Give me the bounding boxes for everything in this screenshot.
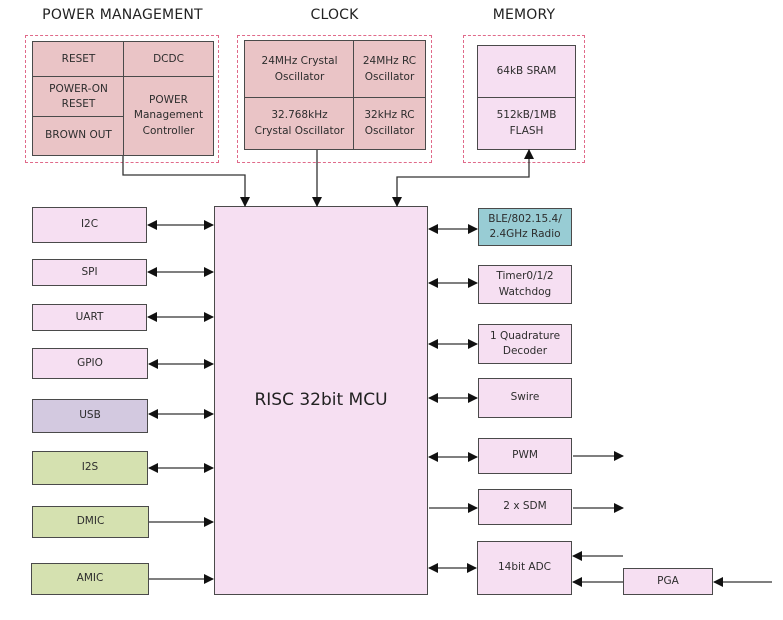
power-management-group [25, 35, 219, 163]
pwm-block: PWM [478, 438, 572, 474]
i2s-block: I2S [32, 451, 148, 485]
pga-block: PGA [623, 568, 713, 595]
usb-block: USB [32, 399, 148, 433]
brown-out-block: BROWN OUT [32, 116, 125, 156]
crystal-32khz-block: 32.768kHz Crystal Oscillator [244, 97, 355, 150]
dcdc-block: DCDC [123, 41, 214, 78]
power-management-controller-block: POWER Management Controller [123, 76, 214, 156]
adc-block: 14bit ADC [477, 541, 572, 595]
swire-block: Swire [478, 378, 572, 418]
quadrature-decoder-block: 1 Quadrature Decoder [478, 324, 572, 364]
memory-title: MEMORY [492, 7, 556, 23]
sdm-block: 2 x SDM [478, 489, 572, 525]
clock-title: CLOCK [310, 7, 359, 23]
amic-block: AMIC [31, 563, 149, 595]
radio-block: BLE/802.15.4/ 2.4GHz Radio [478, 208, 572, 246]
rc-24mhz-block: 24MHz RC Oscillator [353, 40, 426, 99]
i2c-block: I2C [32, 207, 147, 243]
power-management-title: POWER MANAGEMENT [42, 7, 203, 23]
memory-mcu-arrow [392, 149, 534, 207]
timer-watchdog-block: Timer0/1/2 Watchdog [478, 265, 572, 304]
gpio-block: GPIO [32, 348, 148, 379]
flash-block: 512kB/1MB FLASH [477, 97, 576, 150]
uart-block: UART [32, 304, 147, 331]
mcu-core-block: RISC 32bit MCU [214, 206, 428, 595]
sram-block: 64kB SRAM [477, 45, 576, 99]
clock-group [237, 35, 432, 163]
power-to-mcu-arrow [122, 156, 250, 207]
rc-32khz-block: 32kHz RC Oscillator [353, 97, 426, 150]
dmic-block: DMIC [32, 506, 149, 538]
spi-block: SPI [32, 259, 147, 286]
